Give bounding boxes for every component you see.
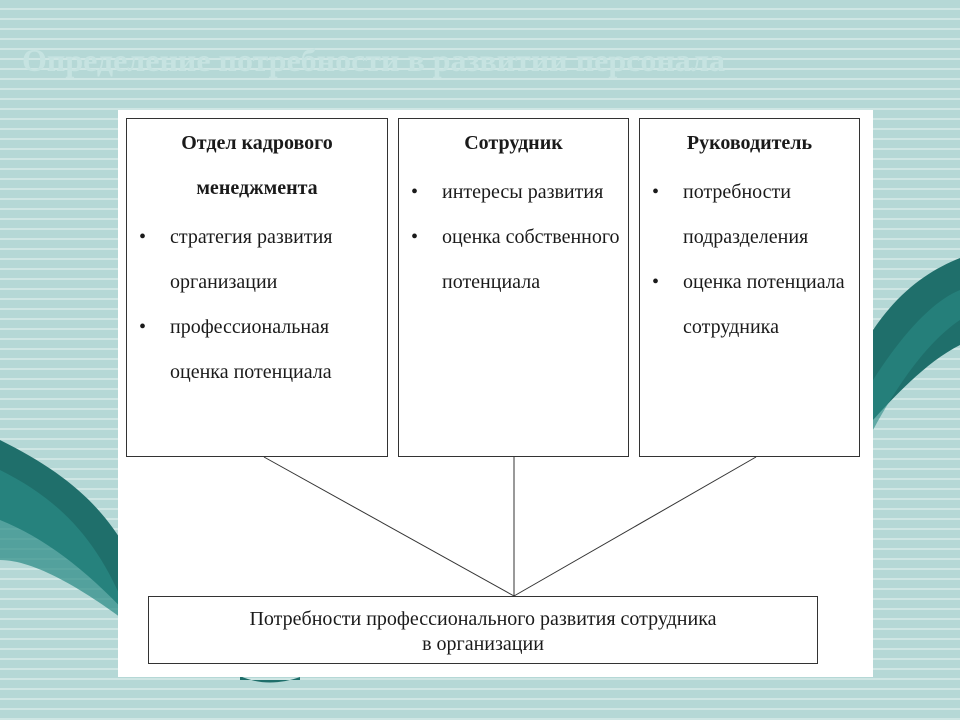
column-items: стратегия развития организации профессио… <box>127 215 387 395</box>
result-box: Потребности профессионального развития с… <box>148 596 818 664</box>
slide-title: Определение потребности в развитии персо… <box>22 42 726 78</box>
column-items: интересы развития оценка собственного по… <box>399 170 628 305</box>
connector-line-right <box>513 456 757 597</box>
list-item: стратегия развития организации <box>139 215 381 305</box>
list-item: потребности подразделения <box>652 170 853 260</box>
column-hr-department: Отдел кадрового менеджмента стратегия ра… <box>126 118 388 457</box>
result-line-2: в организации <box>422 633 544 655</box>
list-item: оценка собственного потенциала <box>411 215 622 305</box>
column-heading: Сотрудник <box>464 132 563 154</box>
column-heading: Руководитель <box>686 132 813 154</box>
column-employee: Сотрудник интересы развития оценка собст… <box>398 118 629 457</box>
connector-line-left <box>263 456 515 597</box>
diagram-panel: Отдел кадрового менеджмента стратегия ра… <box>118 110 873 677</box>
list-item: оценка потенциала сотрудника <box>652 260 853 350</box>
list-item: интересы развития <box>411 170 622 215</box>
column-items: потребности подразделения оценка потенци… <box>640 170 859 350</box>
connector-lines <box>263 456 757 597</box>
result-line-1: Потребности профессионального развития с… <box>249 608 717 630</box>
list-item: профессиональная оценка потенциала <box>139 305 381 395</box>
column-manager: Руководитель потребности подразделения о… <box>639 118 860 457</box>
column-heading: Отдел кадрового менеджмента <box>181 132 333 199</box>
